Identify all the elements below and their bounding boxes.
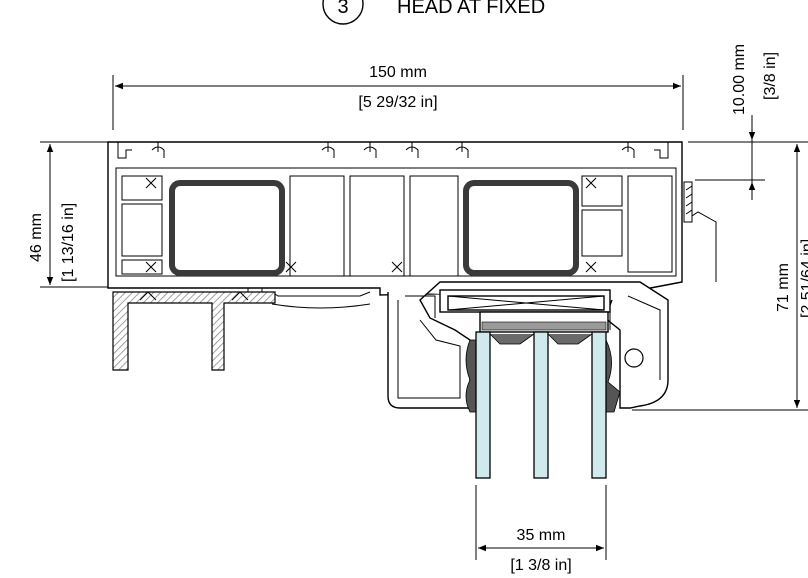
offset-dimension: 10.00 mm [3/8 in]	[688, 44, 779, 200]
glass-pane-outer	[475, 331, 491, 479]
glass-thickness-dimension: 35 mm [1 3/8 in]	[475, 485, 607, 574]
detail-number-circle	[322, 0, 364, 25]
offset-imperial: [3/8 in]	[762, 52, 779, 100]
total-height-imperial: [2 51/64 in]	[799, 239, 808, 318]
total-height-metric: 71 mm	[775, 263, 792, 312]
offset-metric: 10.00 mm	[731, 44, 748, 115]
frame-height-imperial: [1 13/16 in]	[60, 203, 77, 282]
frame-profile	[107, 141, 683, 309]
glass-pane-middle	[533, 331, 549, 479]
glazing-unit	[475, 331, 607, 479]
frame-height-metric: 46 mm	[28, 213, 45, 262]
overall-width-metric: 150 mm	[369, 64, 427, 81]
overall-width-imperial: [5 29/32 in]	[358, 94, 437, 111]
gaskets	[465, 339, 644, 413]
frame-height-dimension: 46 mm [1 13/16 in]	[28, 141, 108, 288]
detail-title-text: HEAD AT FIXED	[397, 0, 545, 18]
glass-pane-inner	[591, 331, 607, 479]
flashing	[683, 181, 717, 282]
detail-title: 3 HEAD AT FIXED	[322, 0, 545, 25]
total-height-dimension: 71 mm [2 51/64 in]	[632, 141, 808, 411]
glass-thickness-metric: 35 mm	[517, 527, 566, 544]
track-section	[112, 291, 276, 371]
overall-width-dimension: 150 mm [5 29/32 in]	[112, 64, 684, 130]
glass-thickness-imperial: [1 3/8 in]	[510, 557, 571, 574]
detail-number: 3	[337, 0, 348, 18]
sash-profile	[387, 281, 669, 409]
